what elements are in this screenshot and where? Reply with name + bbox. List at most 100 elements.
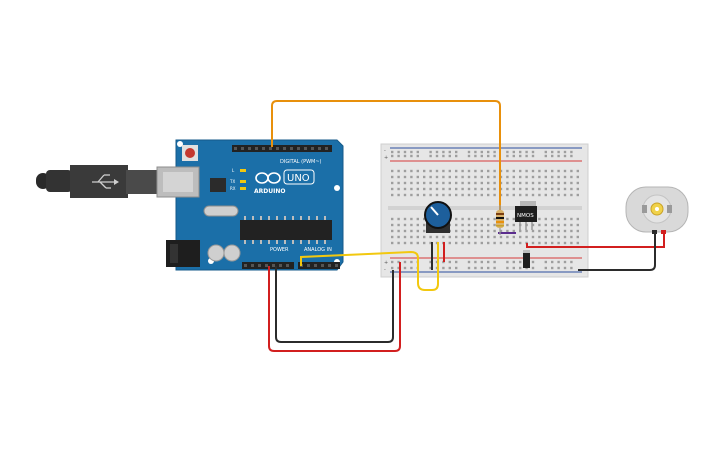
breadboard-hole[interactable]	[544, 217, 547, 221]
breadboard-hole[interactable]	[557, 181, 560, 185]
breadboard-hole[interactable]	[403, 241, 407, 245]
breadboard-hole[interactable]	[410, 217, 413, 221]
breadboard-hole[interactable]	[397, 235, 400, 239]
breadboard-hole[interactable]	[538, 229, 541, 233]
breadboard-hole[interactable]	[429, 193, 432, 197]
breadboard-hole[interactable]	[403, 235, 407, 239]
breadboard-hole[interactable]	[506, 235, 509, 239]
breadboard-hole[interactable]	[474, 260, 477, 264]
breadboard-hole[interactable]	[487, 235, 490, 239]
breadboard-hole[interactable]	[499, 235, 503, 239]
breadboard-hole[interactable]	[506, 260, 509, 264]
breadboard-hole[interactable]	[563, 223, 567, 227]
breadboard-hole[interactable]	[429, 150, 432, 154]
breadboard-hole[interactable]	[391, 193, 394, 197]
breadboard-hole[interactable]	[416, 154, 419, 158]
breadboard-hole[interactable]	[570, 187, 573, 191]
breadboard-hole[interactable]	[557, 175, 560, 179]
power-header[interactable]	[242, 262, 294, 269]
dc-motor[interactable]	[625, 186, 689, 234]
wire-black-gnd-to-rail[interactable]	[275, 266, 394, 343]
breadboard-hole[interactable]	[480, 193, 483, 197]
breadboard-hole[interactable]	[403, 260, 407, 264]
breadboard-hole[interactable]	[576, 181, 579, 185]
breadboard-hole[interactable]	[416, 150, 419, 154]
breadboard-hole[interactable]	[467, 241, 471, 245]
breadboard-hole[interactable]	[512, 223, 515, 227]
breadboard[interactable]: - + + -	[380, 143, 589, 278]
breadboard-hole[interactable]	[493, 235, 496, 239]
breadboard-hole[interactable]	[493, 181, 496, 185]
breadboard-hole[interactable]	[538, 223, 541, 227]
breadboard-hole[interactable]	[519, 175, 522, 179]
breadboard-hole[interactable]	[512, 169, 515, 173]
breadboard-hole[interactable]	[493, 175, 496, 179]
breadboard-hole[interactable]	[570, 260, 573, 264]
breadboard-hole[interactable]	[448, 241, 451, 245]
breadboard-hole[interactable]	[538, 175, 541, 179]
breadboard-hole[interactable]	[480, 150, 483, 154]
breadboard-hole[interactable]	[423, 241, 426, 245]
breadboard-hole[interactable]	[442, 187, 445, 191]
breadboard-hole[interactable]	[557, 169, 560, 173]
diode[interactable]	[523, 250, 530, 268]
breadboard-hole[interactable]	[467, 260, 471, 264]
breadboard-hole[interactable]	[467, 181, 471, 185]
breadboard-hole[interactable]	[461, 193, 464, 197]
breadboard-hole[interactable]	[544, 154, 547, 158]
breadboard-hole[interactable]	[461, 229, 464, 233]
breadboard-hole[interactable]	[448, 235, 451, 239]
breadboard-hole[interactable]	[493, 266, 496, 270]
breadboard-hole[interactable]	[544, 235, 547, 239]
breadboard-hole[interactable]	[448, 181, 451, 185]
breadboard-hole[interactable]	[531, 241, 535, 245]
breadboard-hole[interactable]	[551, 175, 554, 179]
breadboard-hole[interactable]	[448, 266, 451, 270]
breadboard-hole[interactable]	[403, 223, 407, 227]
breadboard-hole[interactable]	[570, 181, 573, 185]
breadboard-hole[interactable]	[544, 169, 547, 173]
breadboard-hole[interactable]	[480, 241, 483, 245]
breadboard-hole[interactable]	[410, 241, 413, 245]
breadboard-hole[interactable]	[544, 223, 547, 227]
breadboard-hole[interactable]	[403, 266, 407, 270]
breadboard-hole[interactable]	[455, 241, 458, 245]
breadboard-hole[interactable]	[435, 181, 439, 185]
breadboard-hole[interactable]	[551, 193, 554, 197]
breadboard-hole[interactable]	[403, 229, 407, 233]
breadboard-holes[interactable]	[391, 150, 579, 270]
breadboard-hole[interactable]	[391, 169, 394, 173]
breadboard-hole[interactable]	[474, 181, 477, 185]
breadboard-hole[interactable]	[391, 260, 394, 264]
breadboard-hole[interactable]	[397, 187, 400, 191]
breadboard-hole[interactable]	[448, 260, 451, 264]
breadboard-hole[interactable]	[487, 266, 490, 270]
breadboard-hole[interactable]	[410, 169, 413, 173]
breadboard-hole[interactable]	[455, 266, 458, 270]
breadboard-hole[interactable]	[423, 193, 426, 197]
breadboard-hole[interactable]	[563, 150, 567, 154]
breadboard-hole[interactable]	[512, 241, 515, 245]
breadboard-hole[interactable]	[455, 193, 458, 197]
breadboard-hole[interactable]	[429, 175, 432, 179]
breadboard-hole[interactable]	[538, 193, 541, 197]
breadboard-hole[interactable]	[525, 150, 528, 154]
motor-terminal[interactable]	[652, 230, 657, 234]
breadboard-hole[interactable]	[435, 175, 439, 179]
breadboard-hole[interactable]	[493, 187, 496, 191]
breadboard-hole[interactable]	[442, 235, 445, 239]
breadboard-hole[interactable]	[551, 154, 554, 158]
breadboard-hole[interactable]	[474, 175, 477, 179]
digital-header[interactable]	[232, 145, 332, 152]
breadboard-hole[interactable]	[474, 266, 477, 270]
breadboard-hole[interactable]	[480, 217, 483, 221]
breadboard-hole[interactable]	[512, 235, 515, 239]
breadboard-hole[interactable]	[442, 169, 445, 173]
breadboard-hole[interactable]	[480, 260, 483, 264]
breadboard-hole[interactable]	[448, 154, 451, 158]
breadboard-hole[interactable]	[519, 241, 522, 245]
breadboard-hole[interactable]	[512, 150, 515, 154]
breadboard-hole[interactable]	[512, 266, 515, 270]
breadboard-hole[interactable]	[423, 187, 426, 191]
